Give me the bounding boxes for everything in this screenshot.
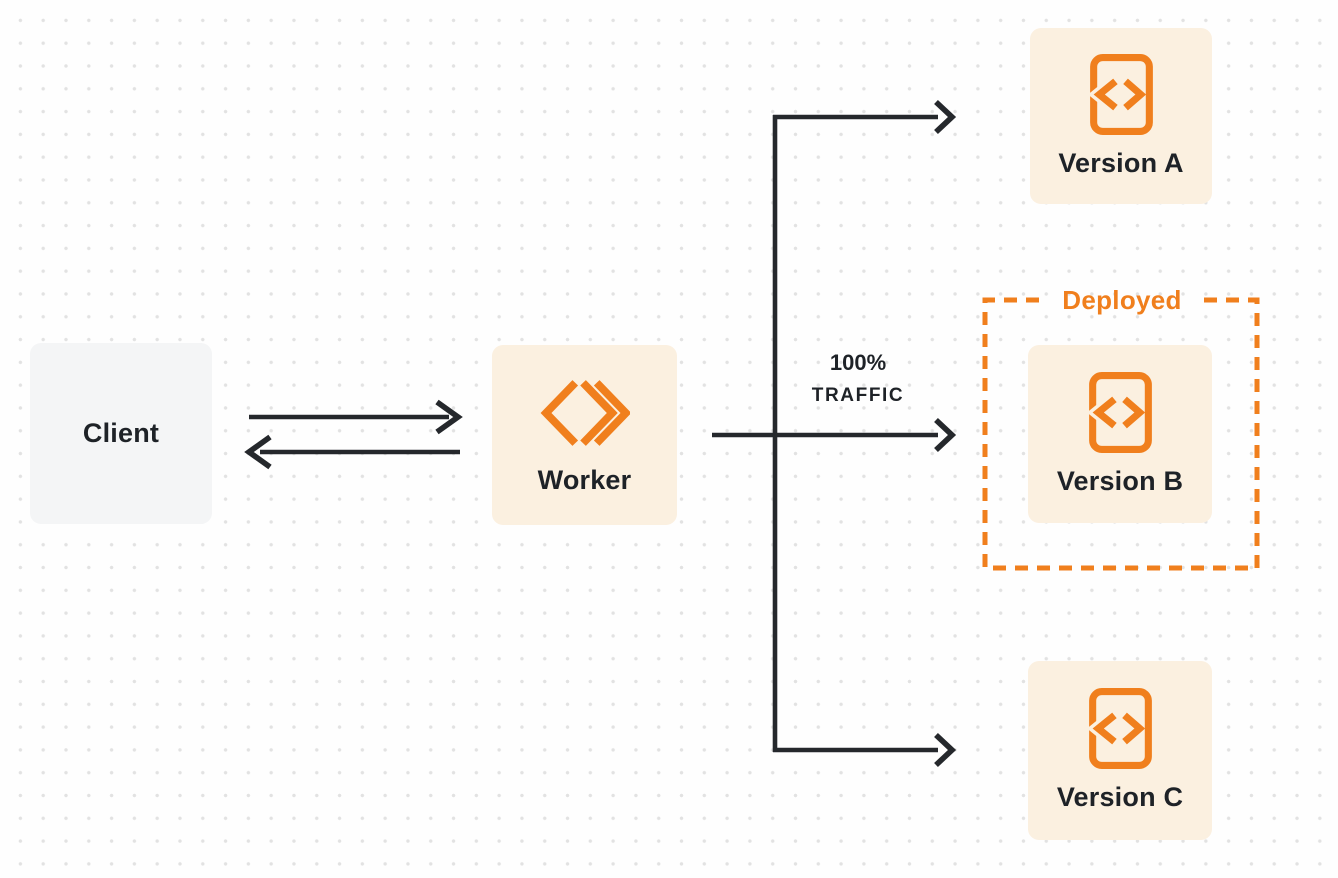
version-a-label: Version A <box>1058 147 1184 178</box>
traffic-word-text: TRAFFIC <box>811 385 905 406</box>
worker-left-chevron <box>540 380 578 446</box>
left-angle-bracket <box>1092 396 1117 428</box>
worker-inner-chevron <box>579 380 618 446</box>
client-node: Client <box>30 343 212 524</box>
branch-top-arrowhead-icon <box>934 99 957 135</box>
right-angle-bracket <box>1121 712 1145 745</box>
worker-node-label: Worker <box>537 465 632 495</box>
workers-chevrons-icon <box>540 380 630 446</box>
worker-to-client-arrowhead-icon <box>244 434 272 470</box>
version-b-node: Version B <box>1028 345 1212 523</box>
traffic-annotation: 100% TRAFFIC <box>795 350 921 407</box>
version-c-label: Version C <box>1056 782 1184 812</box>
branch-bottom-arrowhead-icon <box>934 732 957 768</box>
worker-outer-chevron <box>593 380 630 446</box>
client-to-worker-arrowhead-icon <box>435 399 463 435</box>
code-document-icon <box>1089 53 1153 135</box>
left-angle-bracket <box>1093 78 1118 110</box>
right-angle-bracket <box>1122 78 1146 110</box>
code-document-icon <box>1088 688 1152 769</box>
version-c-node: Version C <box>1028 661 1212 840</box>
deployed-badge-label: Deployed <box>1062 285 1182 315</box>
version-a-node: Version A <box>1030 28 1212 204</box>
branch-middle-arrowhead-icon <box>934 417 957 453</box>
client-node-label: Client <box>82 418 160 448</box>
version-b-label: Version B <box>1056 465 1184 496</box>
right-angle-bracket <box>1121 396 1145 428</box>
code-document-icon <box>1088 371 1152 453</box>
left-angle-bracket <box>1092 712 1117 745</box>
traffic-percentage-text: 100% <box>829 350 887 375</box>
worker-node: Worker <box>492 345 677 525</box>
